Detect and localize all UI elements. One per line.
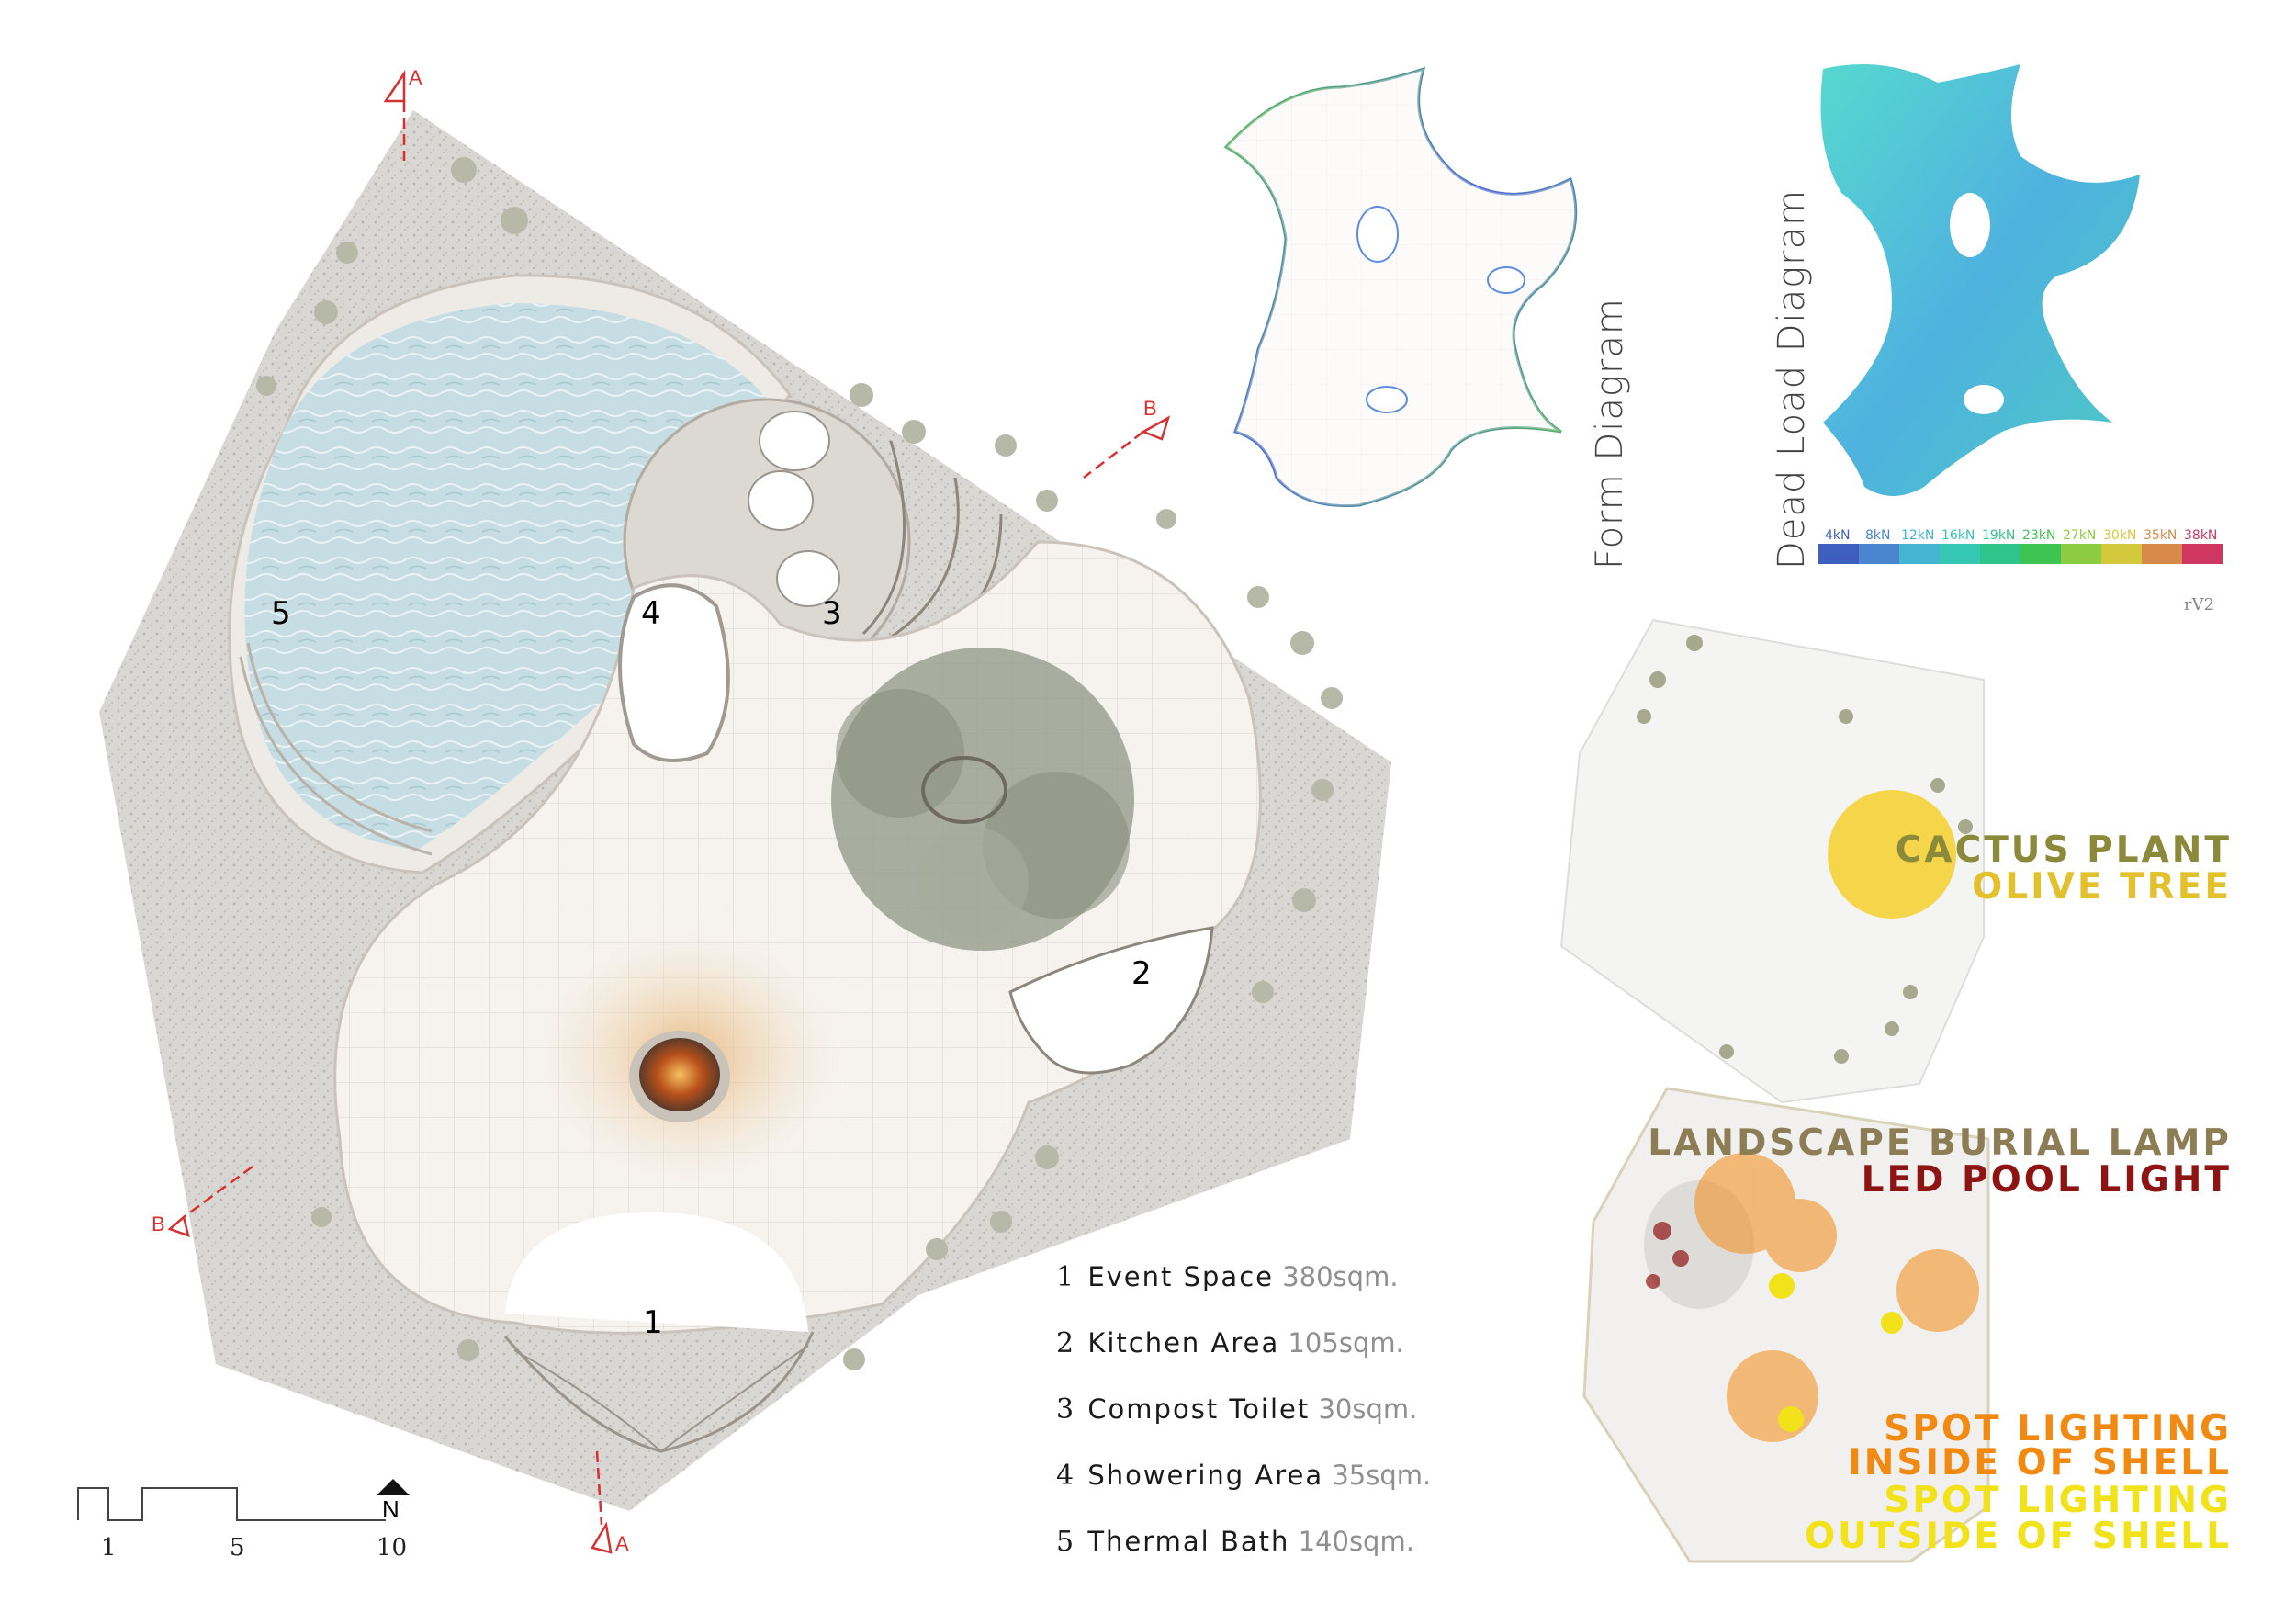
lighting-key-plan [1582,1087,1990,1563]
section-a-bottom: A [615,1532,629,1555]
north-label: N [382,1495,400,1523]
form-diagram-title: Form Diagram [1589,298,1631,570]
load-scale-swatch [1859,544,1899,564]
load-scale-swatch [2101,544,2142,564]
showering-area [618,583,730,762]
load-scale-swatch [1899,544,1940,564]
olive-tree [831,648,1134,951]
load-scale-swatch [2142,544,2182,564]
load-label: 23kN [2022,528,2056,543]
showering-area-label: 4 [641,595,661,632]
section-lines [167,69,1171,1554]
key-inside-of-shell: INSIDE OF SHELL [1848,1442,2232,1483]
section-b-left: B [152,1212,165,1235]
load-label: 27kN [2063,528,2097,543]
key-olive-tree: OLIVE TREE [1972,866,2232,908]
legend-row-event-space: 1 Event Space 380sqm. [1056,1261,1399,1293]
load-label: 38kN [2184,528,2218,543]
thermal-bath-label: 5 [271,595,291,632]
compost-toilet-label: 3 [822,595,842,632]
load-label: 4kN [1825,528,1851,543]
fire-pit [629,1031,730,1122]
scale-tick-1: 1 [101,1534,117,1562]
scale-bar [77,1479,410,1521]
load-label: 16kN [1941,528,1975,543]
form-diagram [1223,66,1578,508]
cactus-shrubs [256,157,1343,1370]
kitchen-area [1008,926,1214,1075]
key-led-pool-light: LED POOL LIGHT [1861,1159,2232,1201]
section-b-right: B [1143,397,1157,420]
load-label: 8kN [1865,528,1891,543]
north-arrow-icon [377,1479,410,1495]
key-spot-lighting-inside: SPOT LIGHTING [1884,1408,2232,1449]
legend-row-kitchen-area: 2 Kitchen Area 105sqm. [1056,1327,1404,1359]
load-scale-swatch [2182,544,2223,564]
load-scale-swatch [2061,544,2101,564]
key-spot-lighting-outside: SPOT LIGHTING [1884,1480,2232,1521]
event-space [503,1212,815,1453]
legend-row-thermal-bath: 5 Thermal Bath 140sqm. [1056,1526,1414,1558]
load-label: 19kN [1982,528,2016,543]
load-label: 35kN [2144,528,2178,543]
key-cactus-plant: CACTUS PLANT [1895,829,2232,871]
load-scale-swatch [1980,544,2020,564]
dead-load-diagram-title: Dead Load Diagram [1771,188,1813,570]
thermal-bath [228,274,792,874]
planting-key-plan [1559,618,1985,1104]
scale-tick-5: 5 [230,1534,245,1562]
rv2-logo: rV2 [2184,595,2215,615]
event-space-label: 1 [643,1304,663,1341]
legend-row-showering-area: 4 Showering Area 35sqm. [1056,1460,1432,1492]
scale-tick-10: 10 [377,1534,408,1562]
load-scale-swatch [1940,544,1980,564]
legend-row-compost-toilet: 3 Compost Toilet 30sqm. [1056,1393,1418,1426]
load-label: 12kN [1901,528,1935,543]
section-a-top: A [409,66,422,89]
key-landscape-burial-lamp: LANDSCAPE BURIAL LAMP [1648,1122,2232,1164]
dead-load-diagram [1820,64,2140,496]
key-outside-of-shell: OUTSIDE OF SHELL [1804,1516,2232,1557]
site-plan [77,69,1391,1554]
load-scale-swatch [2020,544,2061,564]
load-label: 30kN [2103,528,2137,543]
load-scale-swatch [1818,544,1859,564]
kitchen-area-label: 2 [1131,955,1152,992]
dead-load-color-scale [1818,544,2223,564]
